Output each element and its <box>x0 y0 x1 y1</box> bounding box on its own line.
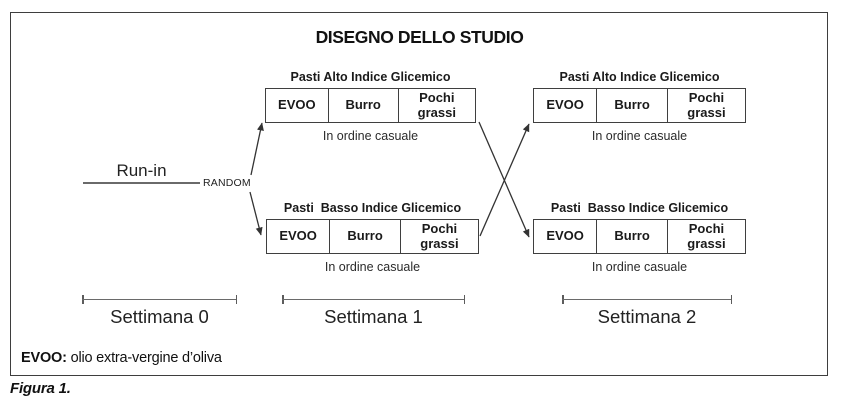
random-order-note: In ordine casuale <box>591 260 688 274</box>
meal-box: EVOO Burro Pochi grassi <box>266 219 479 254</box>
bracket-tick <box>463 295 465 304</box>
bracket-tick <box>235 295 237 304</box>
week-label-settimana-1: Settimana 1 <box>324 306 423 327</box>
random-order-note: In ordine casuale <box>322 129 419 143</box>
timeline-bracket-week0 <box>82 295 237 304</box>
figure-frame <box>10 12 828 376</box>
legend-term: EVOO: <box>21 350 67 366</box>
meal-cell-burro: Burro <box>596 89 667 122</box>
bracket-bar <box>82 298 237 300</box>
meal-cell-pochi-grassi: Pochi grassi <box>399 220 478 253</box>
legend-definition: olio extra-vergine d’oliva <box>70 350 222 366</box>
meal-group-week1-low: Pasti Basso Indice Glicemico EVOO Burro … <box>266 201 479 274</box>
meal-cell-burro: Burro <box>596 220 667 253</box>
meal-cell-evoo: EVOO <box>546 97 584 113</box>
meal-group-week2-high: Pasti Alto Indice Glicemico EVOO Burro P… <box>533 70 746 143</box>
timeline-bracket-week1 <box>282 295 465 304</box>
timeline-bracket-week2 <box>562 295 732 304</box>
random-order-note: In ordine casuale <box>324 260 421 274</box>
week-label-settimana-2: Settimana 2 <box>597 306 697 327</box>
randomization-label: RANDOM <box>203 177 251 189</box>
meal-cell-burro: Burro <box>327 89 398 122</box>
meal-group-label: Pasti Basso Indice Glicemico <box>550 201 729 215</box>
bracket-bar <box>562 298 732 300</box>
meal-group-label: Pasti Alto Indice Glicemico <box>290 70 451 84</box>
meal-group-label: Pasti Alto Indice Glicemico <box>559 70 720 84</box>
bracket-tick <box>730 295 732 304</box>
meal-cell-pochi-grassi: Pochi grassi <box>666 220 745 253</box>
meal-cell-evoo: EVOO <box>278 97 316 113</box>
meal-group-week1-high: Pasti Alto Indice Glicemico EVOO Burro P… <box>265 70 476 143</box>
meal-cell-pochi-grassi: Pochi grassi <box>397 89 475 122</box>
run-in-label: Run-in <box>116 161 167 180</box>
meal-cell-burro: Burro <box>329 220 400 253</box>
week-label-settimana-0: Settimana 0 <box>110 306 209 327</box>
meal-group-week2-low: Pasti Basso Indice Glicemico EVOO Burro … <box>533 201 746 274</box>
figure-title: DISEGNO DELLO STUDIO <box>315 27 524 47</box>
evoo-legend: EVOO: olio extra-vergine d’oliva <box>21 350 222 366</box>
meal-cell-pochi-grassi: Pochi grassi <box>666 89 745 122</box>
meal-box: EVOO Burro Pochi grassi <box>533 88 746 123</box>
random-order-note: In ordine casuale <box>591 129 688 143</box>
run-in-line <box>83 182 200 184</box>
meal-box: EVOO Burro Pochi grassi <box>533 219 746 254</box>
bracket-bar <box>282 298 465 300</box>
meal-cell-evoo: EVOO <box>279 228 317 244</box>
meal-group-label: Pasti Basso Indice Glicemico <box>283 201 462 215</box>
meal-box: EVOO Burro Pochi grassi <box>265 88 476 123</box>
figure-caption: Figura 1. <box>10 380 71 397</box>
meal-cell-evoo: EVOO <box>546 228 584 244</box>
